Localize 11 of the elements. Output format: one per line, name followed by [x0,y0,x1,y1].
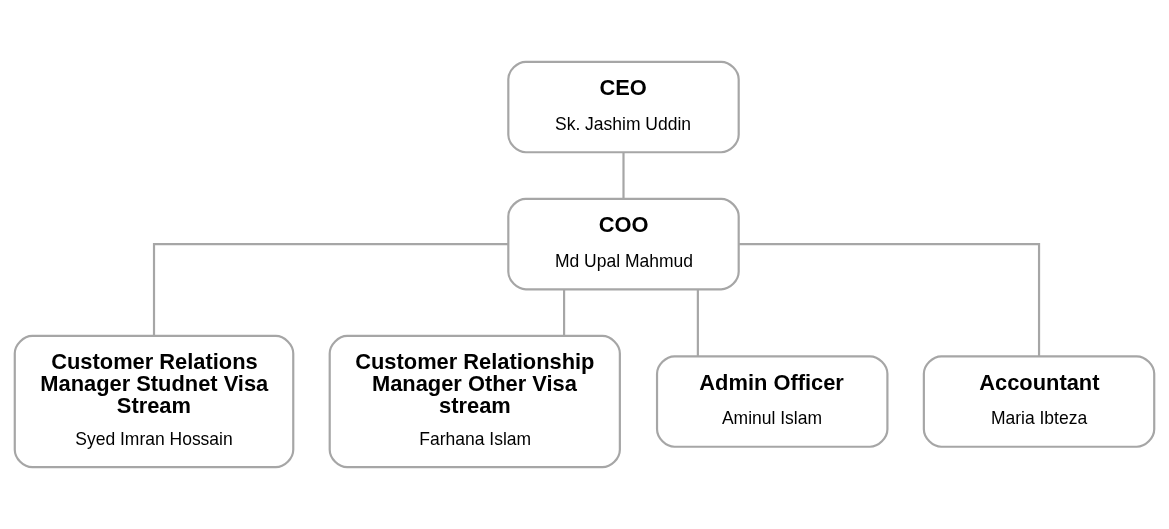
node-box: CEO Sk. Jashim Uddin [507,60,740,154]
connector [152,243,509,336]
node-box: Customer Relations Manager Studnet Visa Stream Syed Imran Hossain [13,334,295,469]
node-box: COO Md Upal Mahmud [507,197,740,291]
connector [563,289,566,336]
connector [622,152,625,199]
node-box: Customer Relationship Manager Other Visa stream Farhana Islam [328,334,621,469]
connector [738,243,1041,356]
node-box: Accountant Maria Ibteza [922,355,1156,448]
node-box: Admin Officer Aminul Islam [655,355,889,448]
connector [696,289,699,357]
